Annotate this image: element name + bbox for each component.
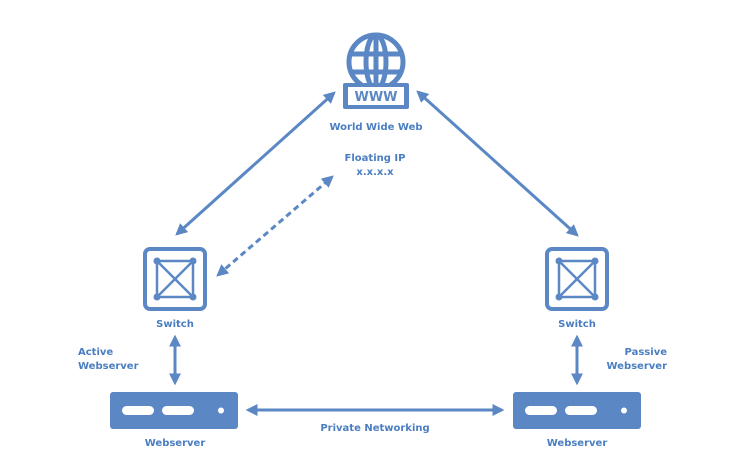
- webserver-right-label: Webserver: [547, 438, 608, 449]
- arrow-www-to-right-switch: [416, 90, 579, 237]
- switch-icon: [143, 247, 207, 311]
- arrow-floating-ip-dashed: [216, 175, 334, 277]
- floating-ip-address: x.x.x.x: [356, 167, 394, 178]
- switch-icon: [545, 247, 609, 311]
- switch-right-label: Switch: [558, 319, 596, 330]
- active-role-line1: Active: [78, 347, 113, 358]
- passive-role-line1: Passive: [625, 347, 668, 358]
- server-icon: [110, 392, 238, 429]
- arrow-www-to-left-switch: [175, 91, 336, 236]
- private-networking-label: Private Networking: [320, 423, 429, 434]
- www-label: World Wide Web: [329, 122, 422, 133]
- server-icon: [513, 392, 641, 429]
- switch-left-label: Switch: [156, 319, 194, 330]
- globe-icon: WWW: [343, 32, 409, 109]
- floating-ip-title: Floating IP: [345, 153, 406, 164]
- www-badge-text: WWW: [354, 90, 397, 105]
- passive-role-line2: Webserver: [606, 361, 667, 372]
- active-role-line2: Webserver: [78, 361, 139, 372]
- webserver-left-label: Webserver: [145, 438, 206, 449]
